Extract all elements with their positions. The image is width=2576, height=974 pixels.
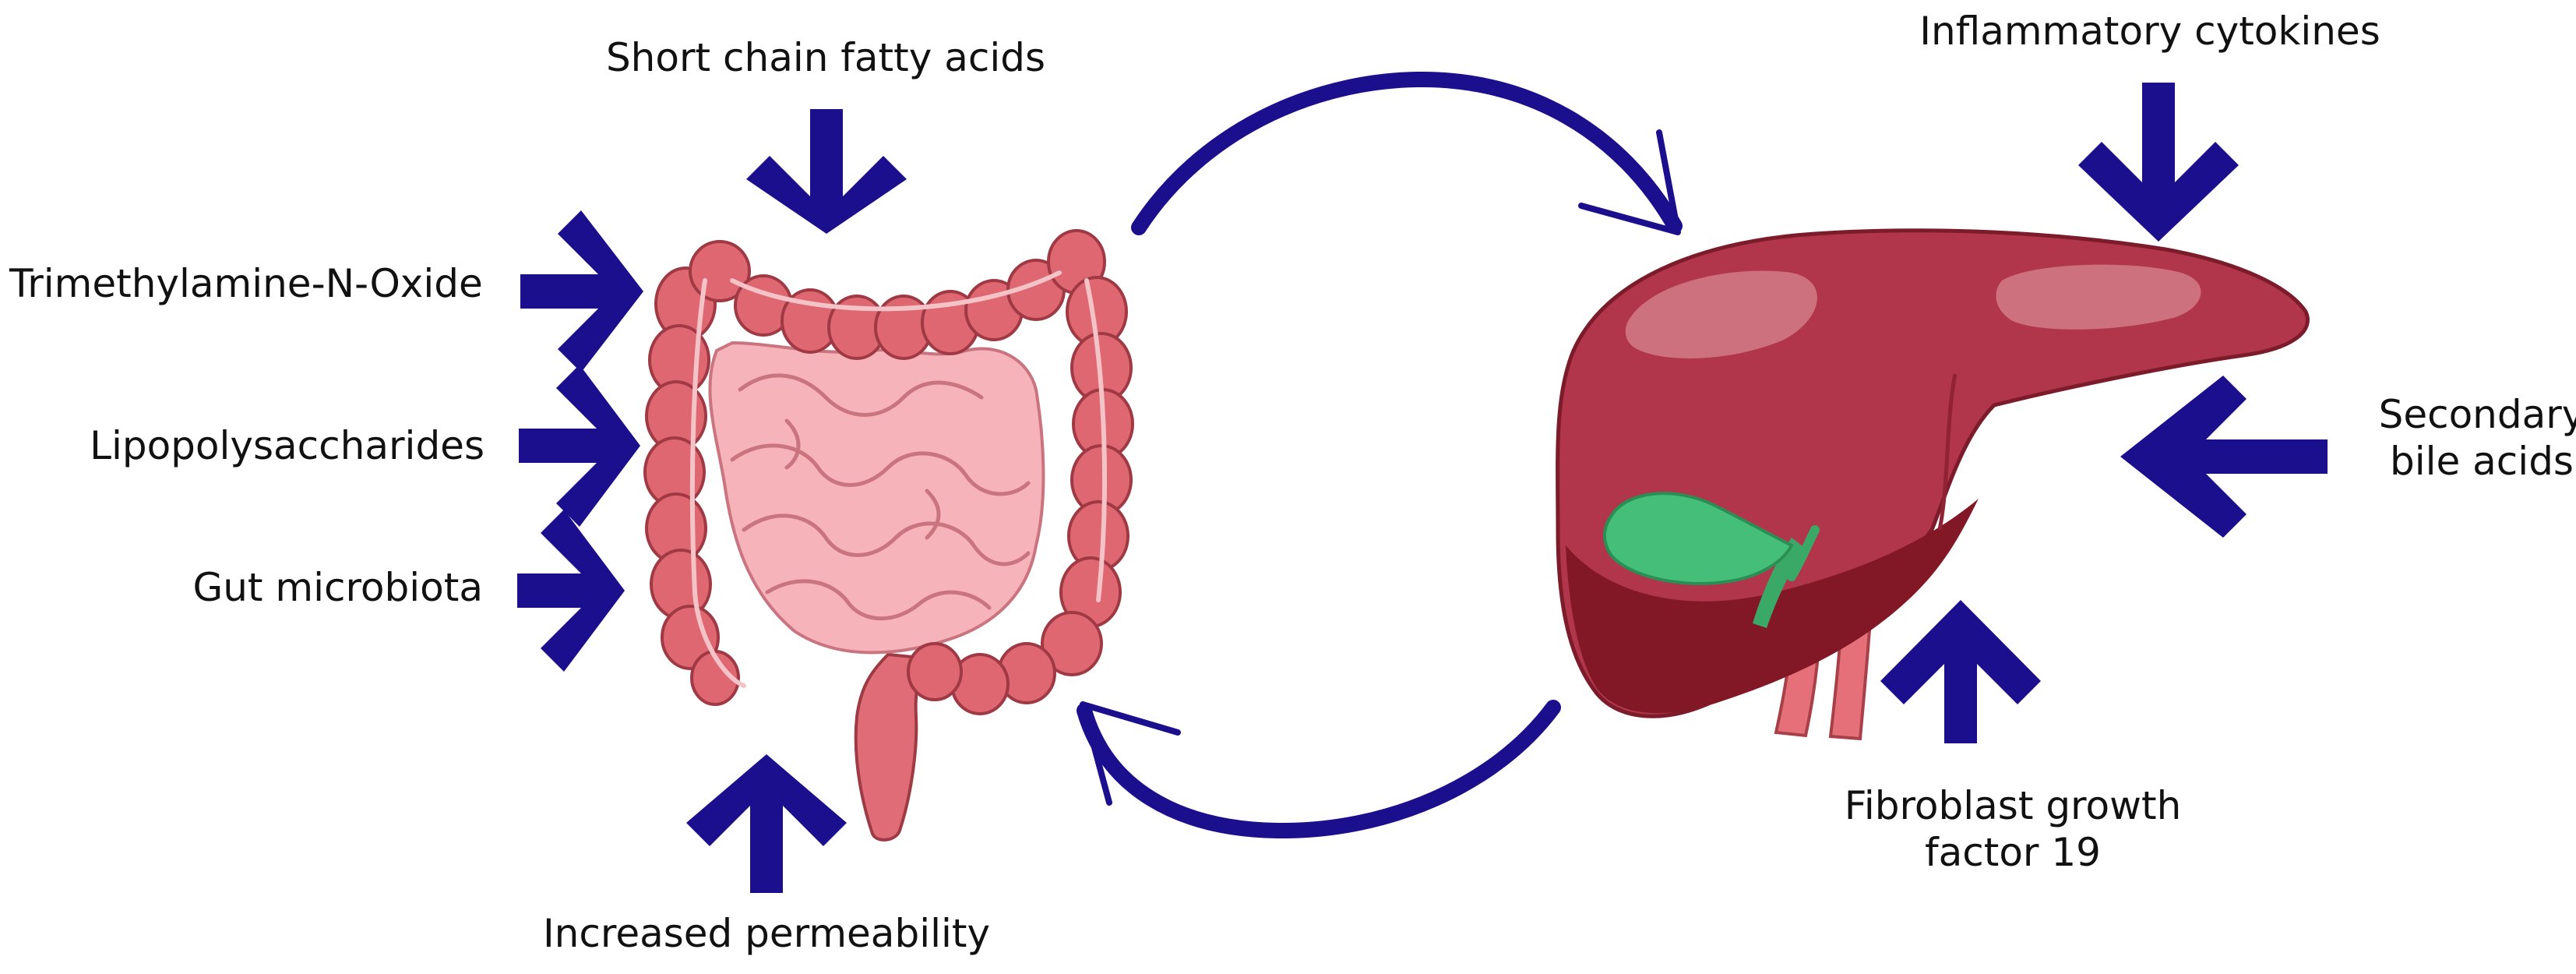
taenia: [689, 270, 1107, 688]
chevron-arrow-icon: [2078, 83, 2239, 242]
liver: [1556, 228, 2310, 741]
arrow-intestine-to-liver: [1131, 71, 1683, 235]
chevron-arrow-icon: [519, 365, 640, 527]
curved-arrow-icon: [1077, 71, 1683, 839]
lobe-fissure: [1937, 373, 1958, 531]
gallbladder: [1603, 492, 1820, 628]
label-fibroblast-growth-factor-19-line-2: factor 19: [1924, 830, 2101, 875]
label-fibroblast-growth-factor-19: Fibroblast growth factor 19: [1845, 782, 2182, 876]
label-secondary-bile-acids-line-1: Secondary: [2378, 392, 2576, 437]
arrow-liver-to-intestine: [1077, 700, 1561, 839]
label-short-chain-fatty-acids: Short chain fatty acids: [605, 35, 1046, 80]
arrow-liver-to-intestine-head: [1080, 701, 1181, 806]
label-gut-microbiota: Gut microbiota: [192, 565, 483, 610]
label-increased-permeability: Increased permeability: [542, 911, 991, 956]
chevron-arrow-icon: [520, 210, 643, 372]
small-intestine: [708, 341, 1045, 655]
arrow-intestine-to-liver-head: [1578, 129, 1681, 235]
chevron-arrow-icon: [686, 754, 847, 893]
chevron-arrow-icon: [1880, 600, 2041, 743]
label-trimethylamine-n-oxide: Trimethylamine-N-Oxide: [9, 261, 483, 306]
intestine: [643, 229, 1134, 842]
label-inflammatory-cytokines: Inflammatory cytokines: [1919, 9, 2380, 54]
rectum: [854, 652, 939, 842]
label-fibroblast-growth-factor-19-line-1: Fibroblast growth: [1844, 783, 2182, 828]
chevron-arrow-icon: [2120, 376, 2328, 538]
label-secondary-bile-acids: Secondary bile acids: [2379, 391, 2576, 485]
chevron-arrow-icon: [517, 510, 625, 672]
label-secondary-bile-acids-line-2: bile acids: [2389, 439, 2574, 484]
label-lipopolysaccharides: Lipopolysaccharides: [90, 423, 485, 468]
liver-highlight-right: [1996, 264, 2201, 330]
liver-highlight-left: [1625, 270, 1817, 358]
colon: [643, 229, 1134, 715]
chevron-arrow-icon: [746, 109, 907, 234]
